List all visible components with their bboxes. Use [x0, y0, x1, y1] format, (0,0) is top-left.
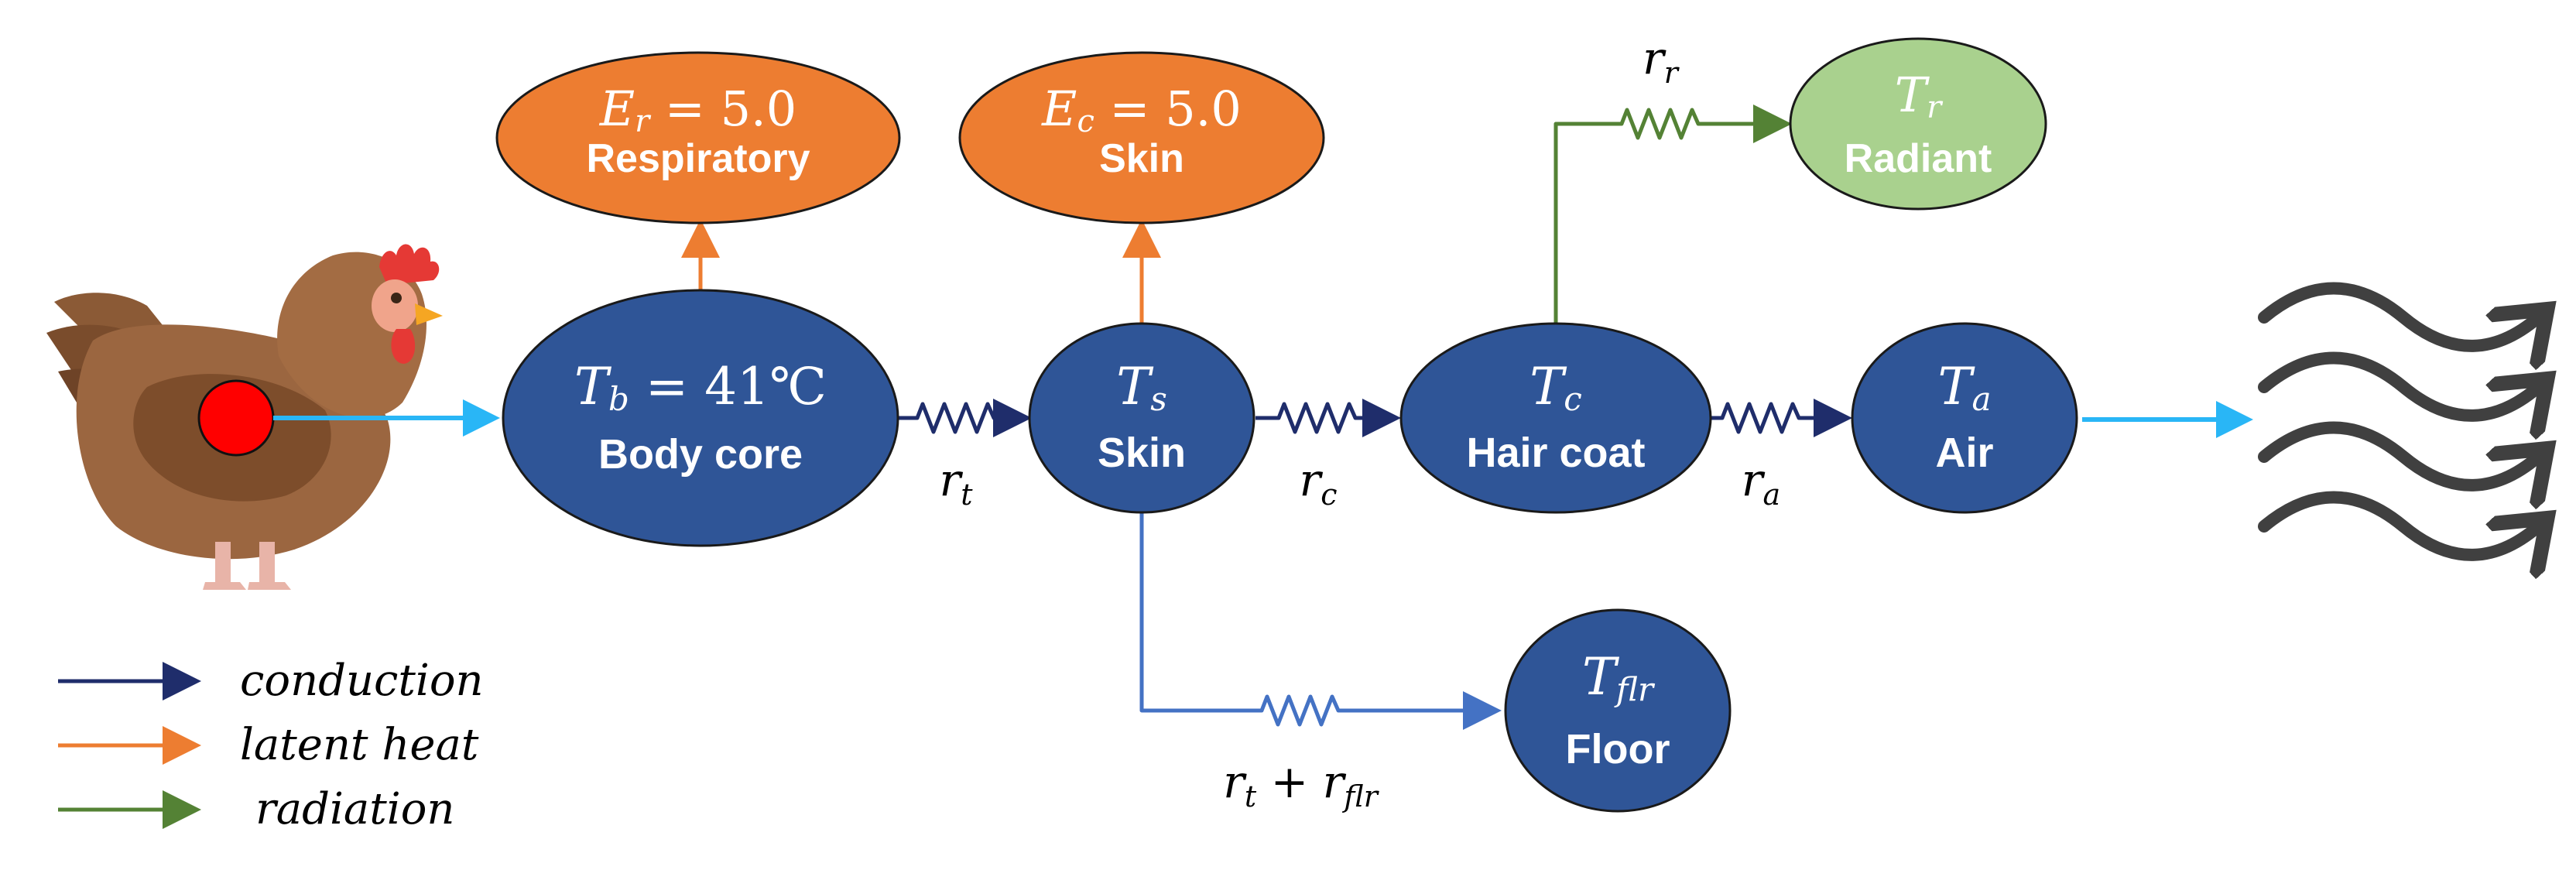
svg-text:Tb = 41℃: Tb = 41℃	[574, 357, 827, 418]
node-hair-coat: Tc Hair coat	[1399, 322, 1712, 514]
wind-wave-2	[2258, 351, 2543, 416]
node-body-core: Tb = 41℃ Body core	[502, 289, 899, 547]
wind-waves	[2258, 282, 2543, 555]
er-subscript: r	[635, 104, 652, 139]
ts-subscript: s	[1150, 380, 1167, 418]
legend-item-latent-heat: latent heat	[58, 720, 479, 770]
er-value: = 5.0	[649, 80, 796, 137]
ec-value: = 5.0	[1094, 80, 1242, 137]
tr-label: Radiant	[1845, 136, 1992, 181]
svg-text:Ts: Ts	[1116, 357, 1167, 418]
node-skin: Ts Skin	[1028, 322, 1255, 514]
legend-label-conduction: conduction	[240, 656, 484, 706]
wind-wave-3	[2258, 421, 2543, 485]
body-core-marker	[197, 379, 275, 457]
wind-wave-1	[2258, 282, 2543, 346]
legend-item-radiation: radiation	[58, 784, 455, 834]
conduction-tc-ta	[1711, 399, 1852, 437]
er-symbol: E	[599, 80, 635, 137]
node-radiant: Tr Radiant	[1789, 37, 2047, 211]
ec-label: Skin	[1099, 136, 1184, 181]
radiation-tc-tr	[1553, 104, 1792, 324]
tflr-label: Floor	[1566, 726, 1670, 772]
tb-label: Body core	[598, 431, 803, 478]
node-respiratory-evaporation: Er = 5.0 Respiratory	[495, 51, 901, 224]
tc-label: Hair coat	[1466, 430, 1645, 476]
ts-label: Skin	[1098, 430, 1186, 476]
resistance-rc-label: rc	[1299, 454, 1337, 512]
resistance-rr-label: rr	[1643, 32, 1680, 90]
svg-text:Ec = 5.0: Ec = 5.0	[1041, 80, 1242, 139]
tflr-subscript: flr	[1614, 670, 1656, 708]
node-air: Ta Air	[1851, 322, 2078, 514]
tc-symbol: T	[1530, 357, 1567, 416]
conduction-ts-tflr	[1139, 512, 1502, 730]
tr-subscript: r	[1927, 90, 1944, 125]
wind-wave-4	[2258, 491, 2543, 555]
tflr-symbol: T	[1582, 647, 1620, 707]
tb-symbol: T	[574, 357, 612, 416]
ta-subscript: a	[1971, 380, 1991, 418]
tc-subscript: c	[1564, 380, 1582, 418]
legend: conduction latent heat radiation	[58, 656, 484, 834]
legend-label-latent-heat: latent heat	[240, 720, 479, 770]
svg-text:Tc: Tc	[1530, 357, 1582, 418]
ta-symbol: T	[1937, 357, 1975, 416]
ec-symbol: E	[1041, 80, 1077, 137]
tb-value: = 41℃	[629, 357, 827, 416]
tb-subscript: b	[608, 380, 629, 418]
node-floor: Tflr Floor	[1504, 608, 1732, 813]
ts-symbol: T	[1116, 357, 1154, 416]
er-label: Respiratory	[587, 136, 810, 181]
svg-text:Tflr: Tflr	[1582, 647, 1656, 708]
resistance-rflr-label: rt + rflr	[1223, 755, 1380, 813]
resistance-ra-label: ra	[1742, 454, 1780, 512]
tr-symbol: T	[1895, 67, 1930, 123]
legend-item-conduction: conduction	[58, 656, 484, 706]
ec-subscript: c	[1077, 104, 1094, 139]
svg-text:Ta: Ta	[1937, 357, 1991, 418]
node-skin-evaporation: Ec = 5.0 Skin	[958, 51, 1325, 224]
hen-illustration	[46, 244, 443, 590]
resistance-rt-label: rt	[939, 454, 973, 512]
conduction-tb-ts	[890, 399, 1032, 437]
conduction-ts-tc	[1255, 399, 1401, 437]
legend-label-radiation: radiation	[255, 784, 455, 834]
svg-text:Er = 5.0: Er = 5.0	[599, 80, 796, 139]
svg-text:Tr: Tr	[1895, 67, 1944, 125]
ta-label: Air	[1935, 430, 1993, 476]
